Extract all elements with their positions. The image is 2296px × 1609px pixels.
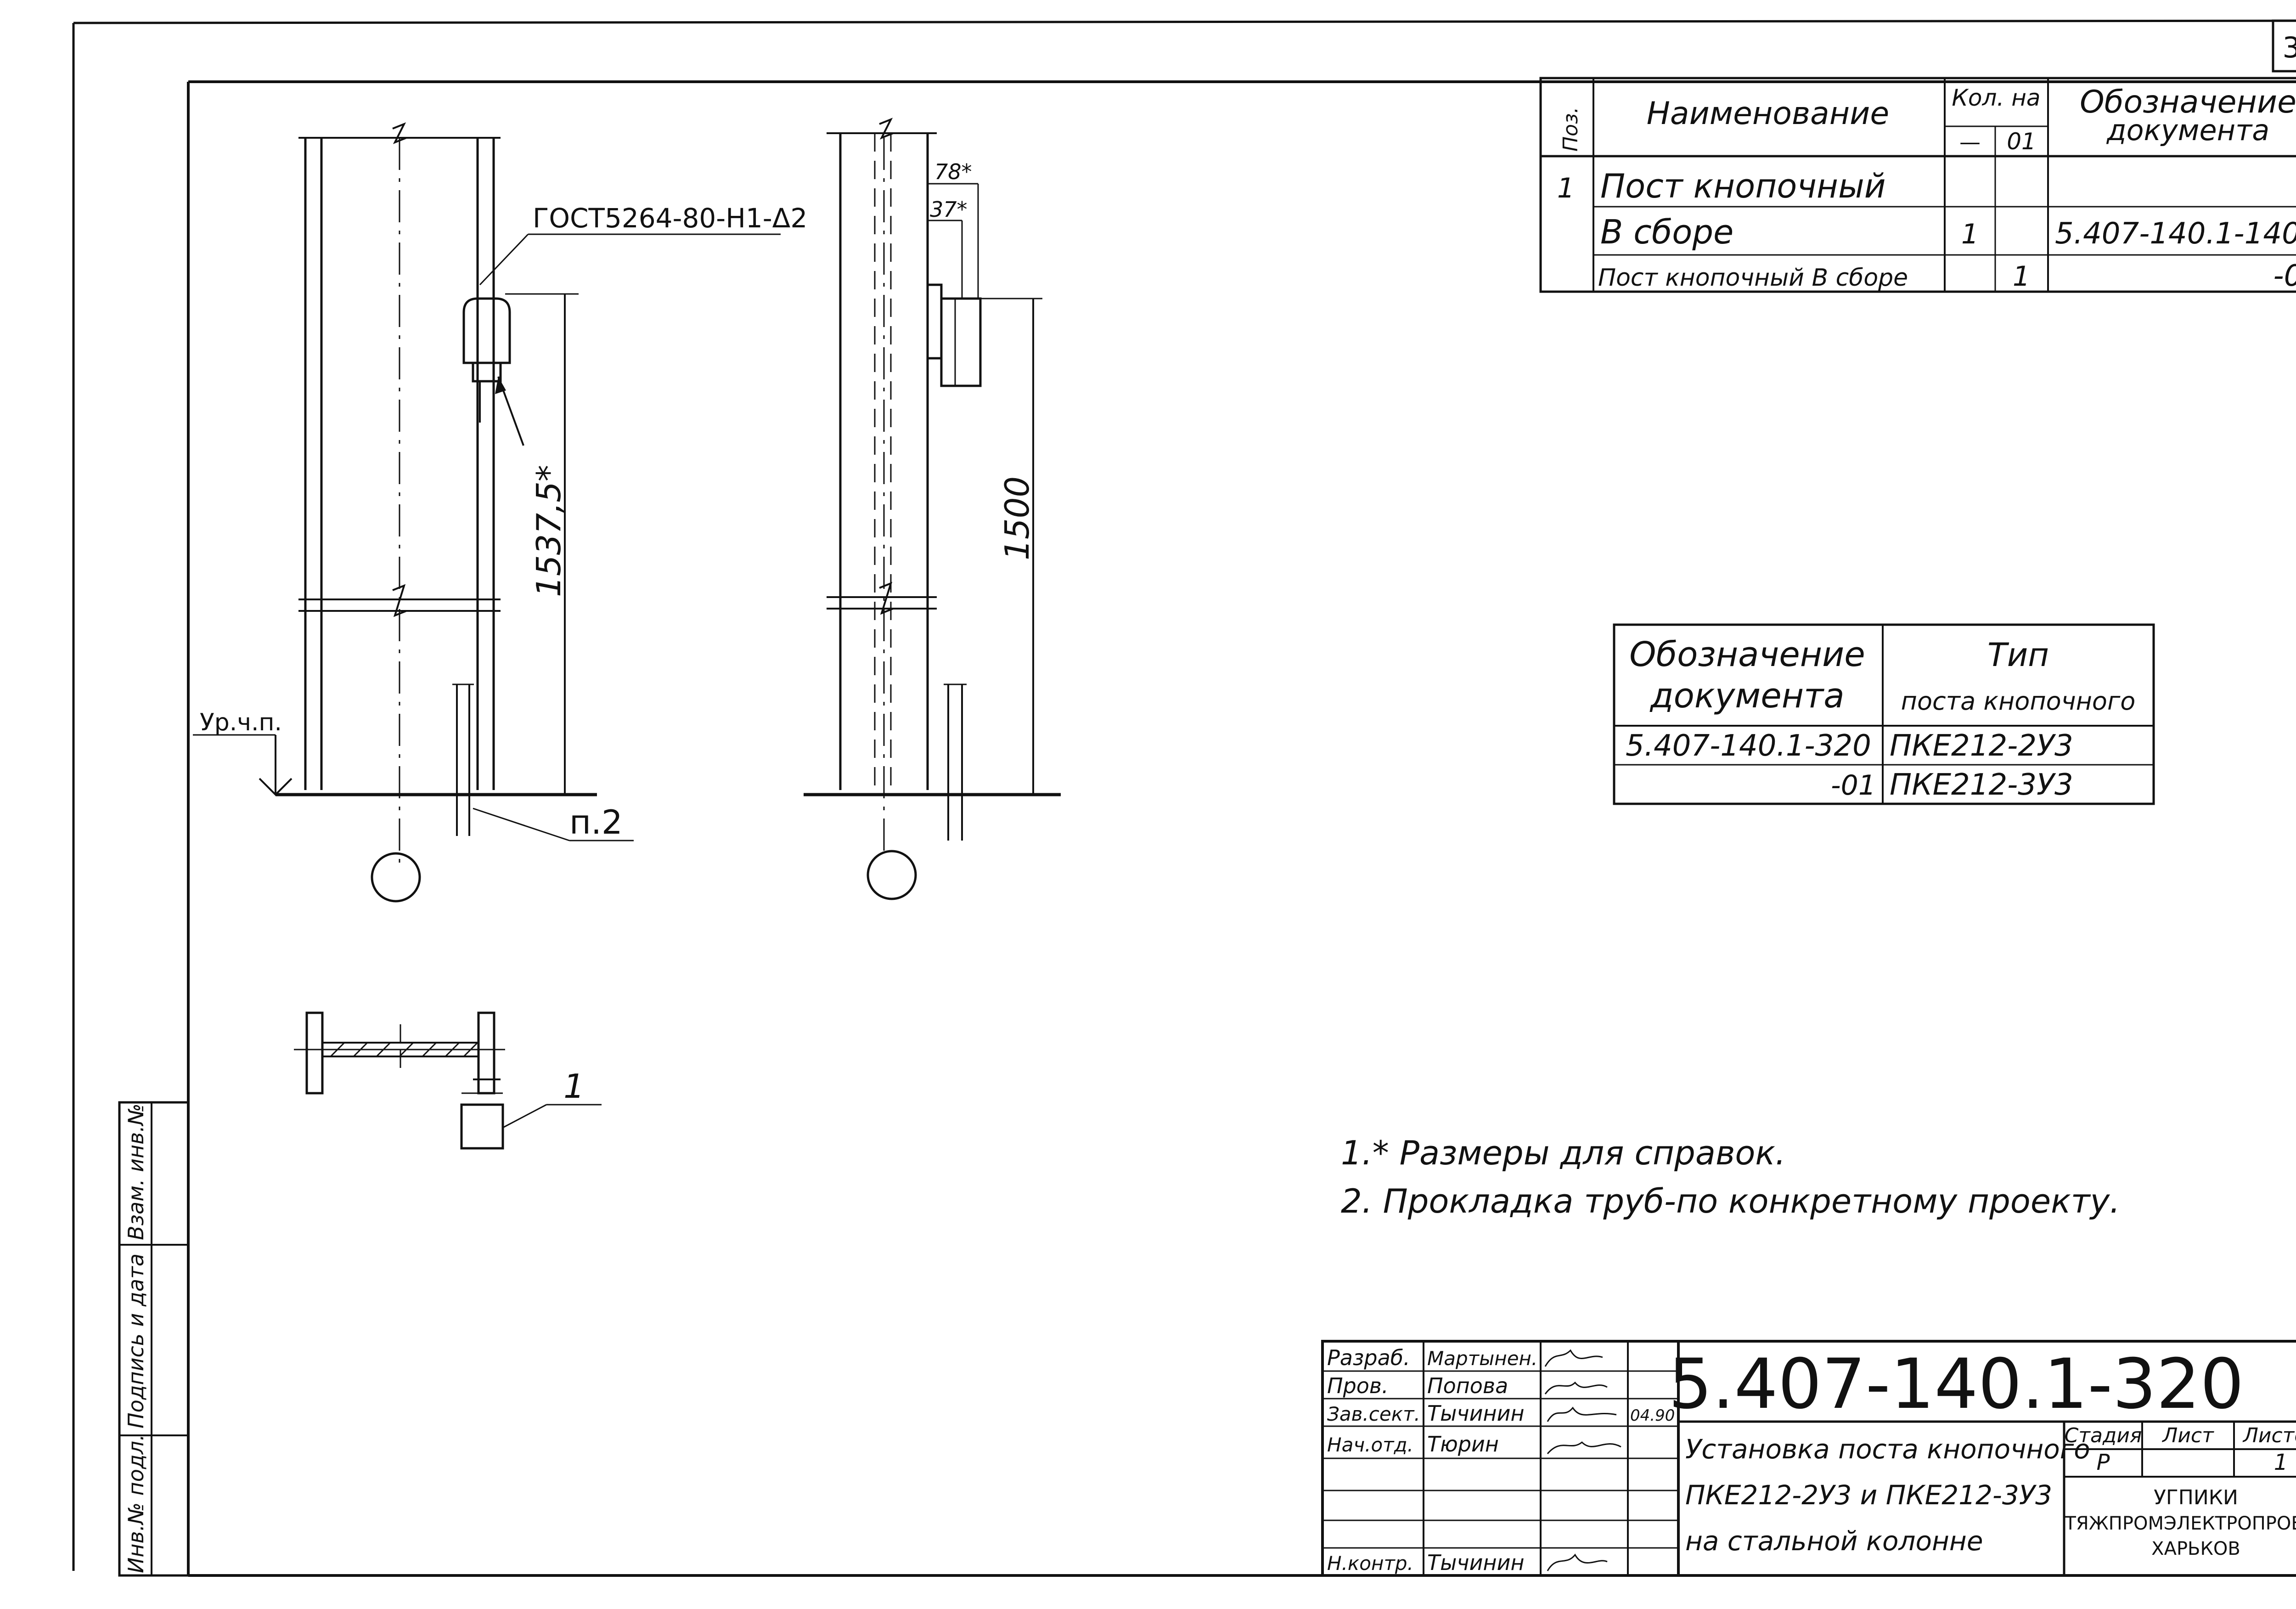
spec-row2-qty01: 1 <box>2013 260 2030 293</box>
push-button-post-side <box>940 297 982 387</box>
spec-row1-name-line1: Пост кнопочный <box>1600 167 1886 205</box>
dimension-37-label: 37* <box>930 197 968 222</box>
dimension-1500-label: 1500 <box>998 476 1036 560</box>
outer-frame-top <box>73 19 2296 24</box>
name-developer: Мартынен. <box>1427 1347 1537 1370</box>
type-header-type: Тип <box>1987 636 2049 674</box>
dimension-78-label: 78* <box>934 159 972 184</box>
role-head-dept: Нач.отд. <box>1327 1434 1413 1456</box>
org-line-3: ХАРЬКОВ <box>2151 1538 2240 1559</box>
spec-header-qty: Кол. на <box>1952 85 2040 111</box>
stage-header: Стадия <box>2065 1424 2142 1447</box>
sheet-header: Лист <box>2161 1424 2214 1447</box>
notes: 1.* Размеры для справок. 2. Прокладка тр… <box>1341 1134 2120 1220</box>
column-front-view: ГОСТ5264-80-Н1-Δ2 1537,5* п.2 Ур.ч.п. <box>193 122 807 903</box>
callout-1-label: 1 <box>563 1067 585 1106</box>
side-stamp: Инв.№ подл. Подпись и дата Взам. инв.№ <box>118 1101 190 1577</box>
floor-level-label: Ур.ч.п. <box>200 709 282 736</box>
gost-weld-label: ГОСТ5264-80-Н1-Δ2 <box>533 203 807 234</box>
spec-header-doc: Обозначение <box>2080 84 2296 120</box>
sheets-value: 1 <box>2274 1450 2288 1475</box>
spec-row1-name-line2: В сборе <box>1600 213 1733 251</box>
type-header-doc-line2: документа <box>1649 676 1844 716</box>
note-1: 1.* Размеры для справок. <box>1341 1134 1786 1172</box>
dimension-1537-label: 1537,5* <box>529 465 568 597</box>
type-row2-type: ПКЕ212-3У3 <box>1890 768 2073 802</box>
drawing-code: 5.407-140.1-320 <box>1668 1344 2244 1424</box>
plan-section-view: 1 <box>294 1011 602 1150</box>
name-head-dept: Тюрин <box>1427 1432 1499 1457</box>
name-checked: Попова <box>1427 1373 1508 1398</box>
org-line-1: УГПИКИ <box>2154 1486 2238 1509</box>
page-number-box: 36 <box>2272 19 2296 73</box>
role-norm-control: Н.контр. <box>1327 1552 1413 1575</box>
name-norm-control: Тычинин <box>1427 1550 1525 1575</box>
side-stamp-inv-label: Инв.№ подл. <box>124 1434 148 1573</box>
section-marker-circle-1 <box>371 852 421 903</box>
spec-row2-doc: -01 <box>2273 259 2296 293</box>
push-button-post-plan <box>460 1103 504 1150</box>
spec-header-doc-line2: документа <box>2106 113 2270 147</box>
push-button-post-front <box>462 297 511 364</box>
section-marker-circle-2 <box>867 850 917 900</box>
sheets-header: Листов <box>2242 1424 2296 1447</box>
title-line-2: ПКЕ212-2У3 и ПКЕ212-3У3 <box>1685 1479 2052 1511</box>
role-developer: Разраб. <box>1327 1345 1410 1370</box>
type-table: Обозначение документа Тип поста кнопочно… <box>1613 623 2155 805</box>
mounting-plate-side <box>926 283 943 360</box>
column-side-view: 78* 37* 1500 <box>804 118 1061 900</box>
spec-table: Поз. Наименование Кол. на — 01 Обозначен… <box>1539 77 2296 293</box>
date-head-sector: 04.90 <box>1630 1406 1675 1425</box>
spec-row1-pos: 1 <box>1557 172 1575 204</box>
type-row2-doc: -01 <box>1831 769 1876 802</box>
stage-value: Р <box>2097 1450 2110 1475</box>
note-ref-label: п.2 <box>569 803 623 841</box>
signatures <box>1544 1349 1621 1571</box>
spec-header-qty-dash: — <box>1959 130 1981 154</box>
type-header-type-line2: поста кнопочного <box>1901 687 2136 716</box>
spec-header-qty-01: 01 <box>2007 128 2036 155</box>
type-row1-doc: 5.407-140.1-320 <box>1626 729 1871 763</box>
title-block: 5.407-140.1-320 Установка поста кнопочно… <box>1321 1340 2296 1577</box>
spec-row1-doc: 5.407-140.1-140 <box>2055 217 2296 251</box>
type-row1-type: ПКЕ212-2У3 <box>1890 729 2073 763</box>
spec-header-pos: Поз. <box>1559 107 1582 152</box>
spec-header-name: Наименование <box>1647 96 1889 132</box>
side-stamp-replace-label: Взам. инв.№ <box>124 1103 148 1240</box>
page-number: 36 <box>2283 31 2296 64</box>
title-line-1: Установка поста кнопочного <box>1685 1434 2090 1465</box>
title-line-3: на стальной колонне <box>1685 1525 1983 1557</box>
name-head-sector: Тычинин <box>1427 1401 1525 1426</box>
role-checked: Пров. <box>1327 1373 1389 1398</box>
role-head-sector: Зав.сект. <box>1327 1403 1420 1425</box>
spec-row2-name: Пост кнопочный В сборе <box>1598 264 1908 292</box>
type-header-doc: Обозначение <box>1629 635 1865 674</box>
org-line-2: ТЯЖПРОМЭЛЕКТРОПРОЕКТ <box>2064 1513 2296 1534</box>
spec-row1-qty: 1 <box>1961 218 1979 250</box>
note-2: 2. Прокладка труб-по конкретному проекту… <box>1341 1182 2120 1220</box>
side-stamp-sign-label: Подпись и дата <box>124 1253 148 1428</box>
